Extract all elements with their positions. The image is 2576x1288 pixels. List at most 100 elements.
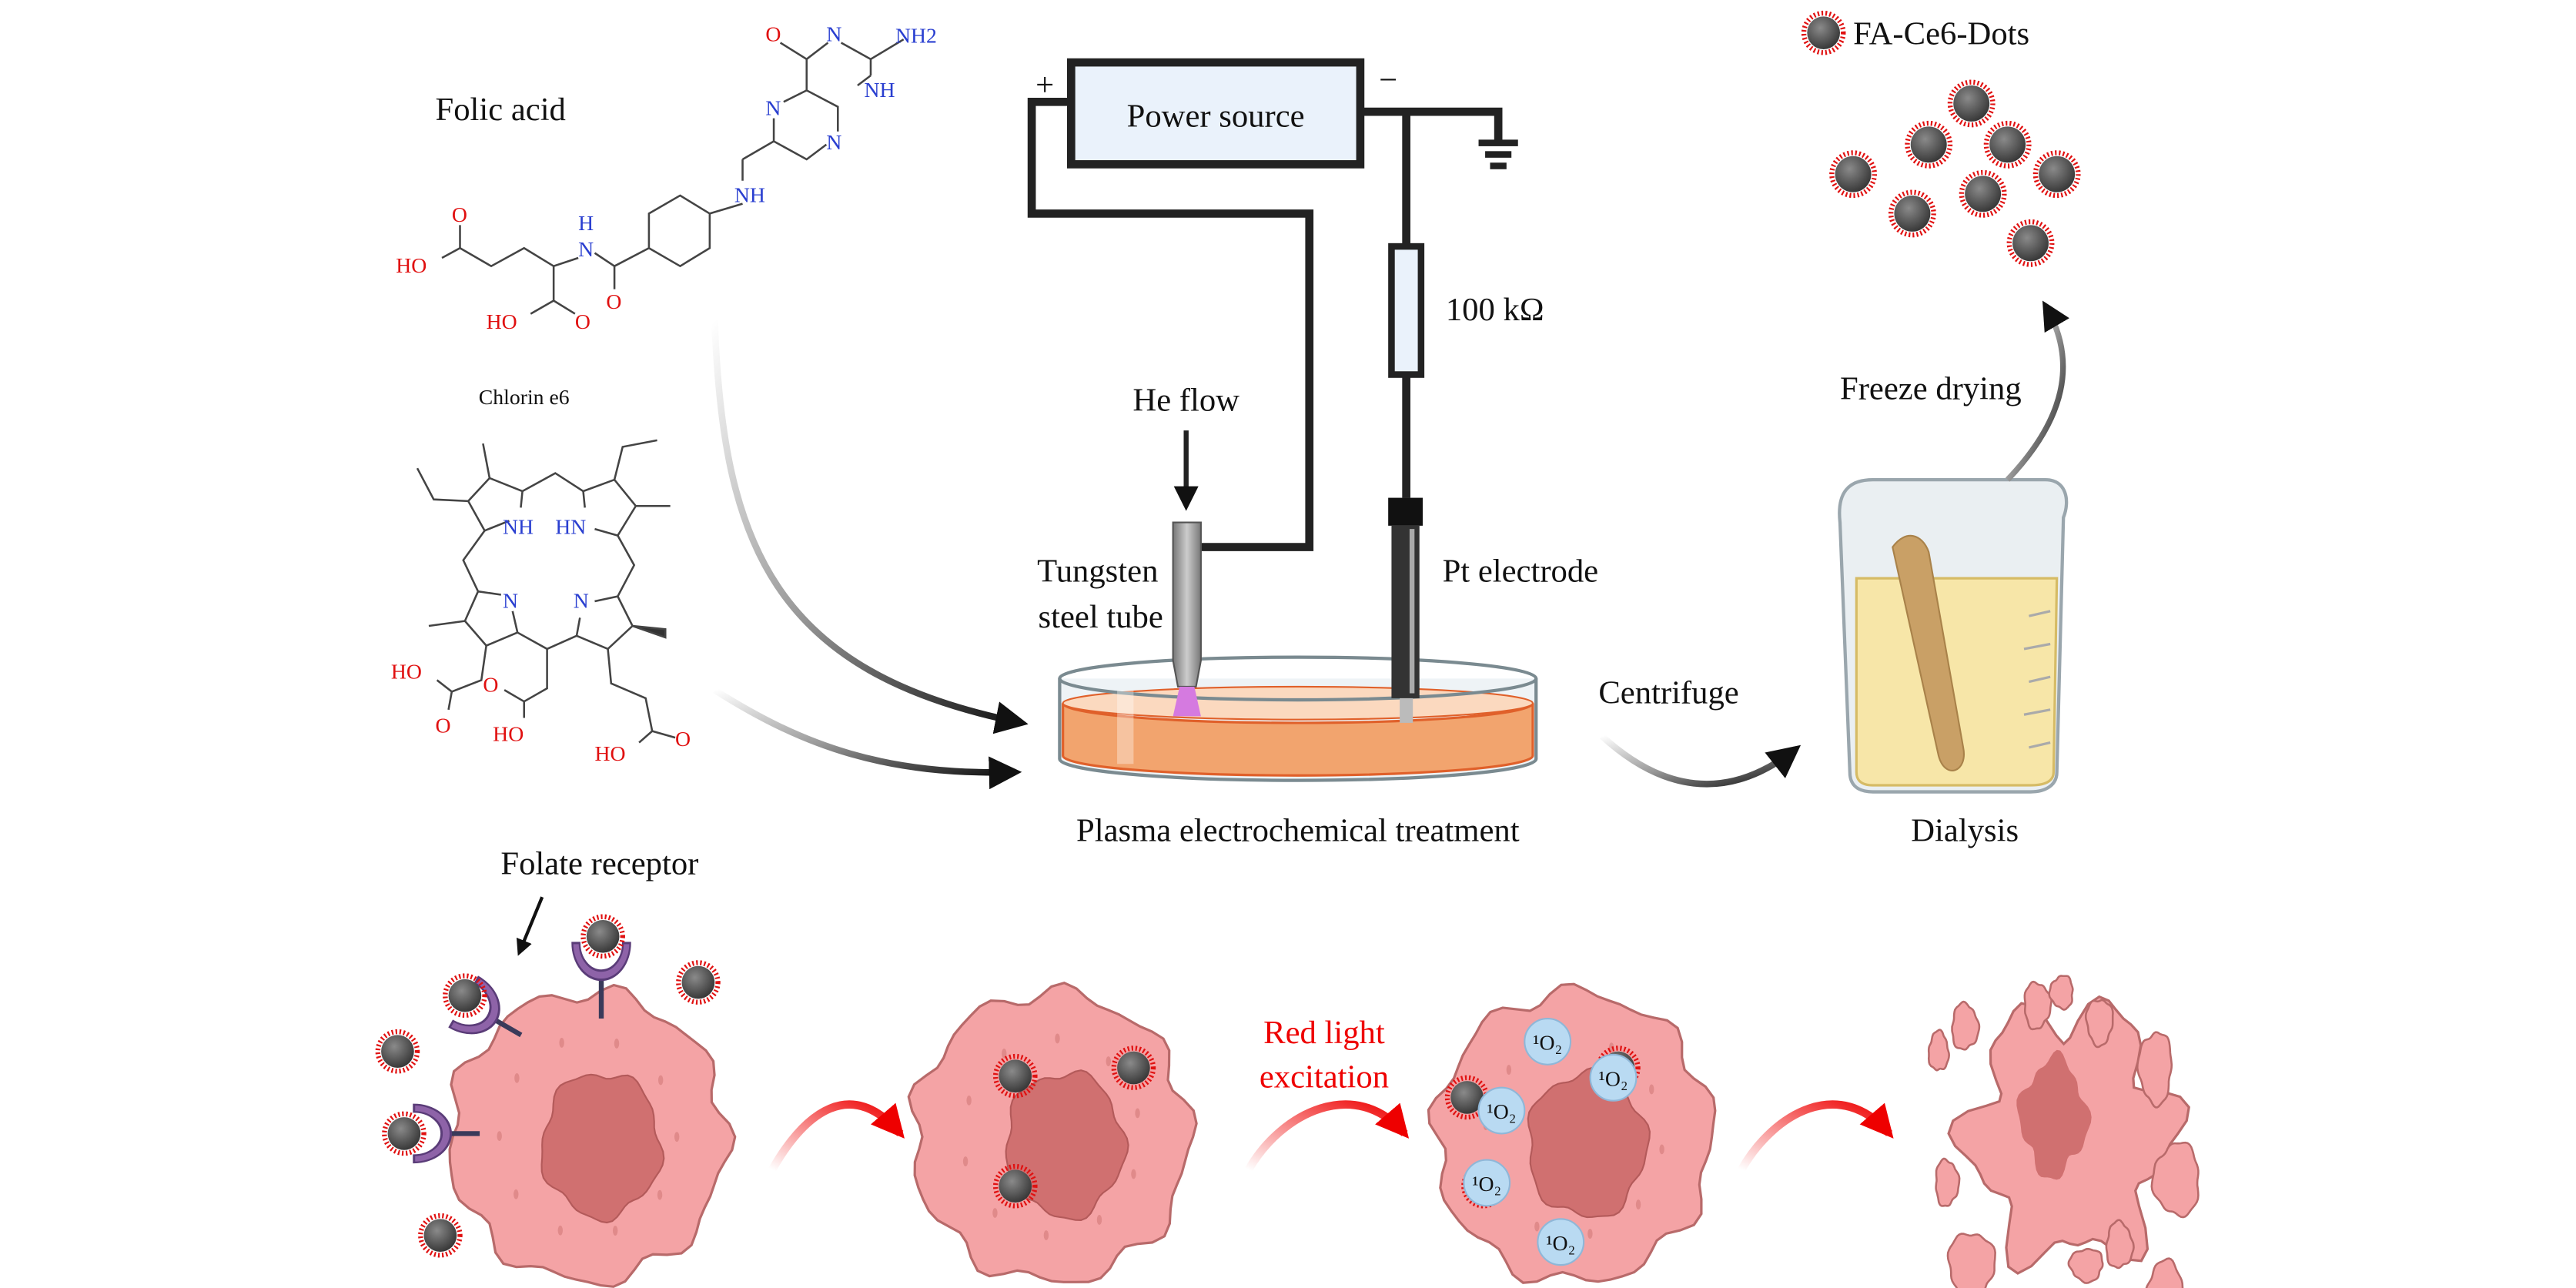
- atom: HO: [396, 254, 427, 278]
- atom: HN: [555, 516, 586, 540]
- treatment-label: Plasma electrochemical treatment: [1076, 813, 1520, 849]
- atom: O: [435, 714, 450, 738]
- chlorin-to-dish-arrow: [712, 687, 1022, 790]
- singlet-oxygen-label: ¹O₂: [1472, 1173, 1501, 1196]
- atom: HO: [493, 722, 524, 746]
- red-progress-arrow: [1738, 1100, 1894, 1173]
- cell-fragment: [2136, 1031, 2173, 1109]
- solution: [1062, 702, 1534, 777]
- chlorin-e6-structure: Chlorin e6 NH HN N N HO O O HO HO: [391, 386, 691, 766]
- chlorin-e6-label: Chlorin e6: [479, 386, 570, 410]
- nucleus: [540, 1073, 665, 1224]
- red-light-label-line1: Red light: [1263, 1015, 1385, 1051]
- atom: N: [826, 22, 841, 46]
- plus-terminal: +: [1035, 67, 1054, 103]
- ground-icon: [1478, 139, 1518, 169]
- freeze-drying-label: Freeze drying: [1840, 371, 2022, 407]
- red-light-label-line2: excitation: [1260, 1059, 1389, 1096]
- centrifuge-label: Centrifuge: [1598, 674, 1738, 711]
- atom: H: [578, 212, 594, 236]
- destroyed-cell-fragments: [1927, 975, 2200, 1288]
- positive-wire: [1027, 97, 1314, 551]
- nanodot-icon: [992, 1163, 1038, 1209]
- nanodot-icon: [418, 1213, 463, 1258]
- folic-acid-to-dish-arrow: [711, 319, 1029, 734]
- petri-dish: [1058, 655, 1538, 782]
- atom: O: [675, 728, 691, 751]
- plasma-jet: [1173, 686, 1201, 717]
- atom: N: [826, 131, 841, 155]
- cell-fragment: [2105, 1219, 2135, 1270]
- atom: NH: [864, 79, 895, 102]
- nanodot-icon: [676, 960, 721, 1005]
- atom: HO: [391, 660, 422, 684]
- cell-fragment: [1951, 1000, 1981, 1051]
- nanodot-icon: [1888, 189, 1936, 238]
- singlet-oxygen-icon: ¹O₂: [1477, 1086, 1526, 1135]
- cell-fragment: [2145, 1257, 2184, 1288]
- atom: NH: [734, 183, 765, 207]
- atom: HO: [487, 310, 517, 334]
- nanodot-icon: [580, 914, 625, 959]
- singlet-oxygen-label: ¹O₂: [1533, 1032, 1562, 1055]
- he-flow-label: He flow: [1132, 382, 1239, 418]
- plasma-circuit: Power source + − 100 kΩ He flow Tungsten…: [1027, 58, 1599, 849]
- singlet-oxygen-icon: ¹O₂: [1524, 1017, 1572, 1066]
- red-progress-arrow: [1245, 1100, 1410, 1173]
- tube-label-line2: steel tube: [1039, 599, 1163, 635]
- cell-fragment: [1935, 1157, 1961, 1207]
- cancer-cell: [907, 982, 1198, 1283]
- atom: N: [765, 96, 781, 120]
- nanodot-icon: [2006, 219, 2055, 267]
- cell-fragment: [2023, 980, 2052, 1031]
- cancer-cell: [1427, 982, 1717, 1284]
- atom: O: [452, 203, 467, 227]
- folate-receptor-icon: [413, 1103, 480, 1164]
- cell-fragment: [1927, 1029, 1950, 1072]
- folate-receptor-icon: [448, 975, 523, 1038]
- nanodot-icon: [1905, 120, 1953, 169]
- folic-acid-structure: Folic acid O N NH2 NH N N NH H N O HO O …: [396, 22, 937, 333]
- atom: NH: [503, 516, 534, 540]
- electrode-label: Pt electrode: [1443, 553, 1599, 589]
- nanodot-icon: [382, 1111, 427, 1156]
- nanodot-icon: [1801, 10, 1846, 55]
- cancer-cell: [448, 983, 737, 1288]
- atom: NH2: [895, 24, 937, 48]
- nanodot-icon: [1959, 169, 2007, 218]
- atom: O: [606, 290, 621, 314]
- singlet-oxygen-icon: ¹O₂: [1589, 1053, 1638, 1102]
- cell-fragment: [2048, 975, 2074, 1011]
- atom: O: [575, 310, 590, 334]
- singlet-oxygen-icon: ¹O₂: [1463, 1159, 1511, 1207]
- resistor-label: 100 kΩ: [1446, 292, 1544, 328]
- cell-fragment: [2150, 1141, 2200, 1219]
- nanodot-icon: [1947, 79, 1996, 128]
- singlet-oxygen-label: ¹O₂: [1487, 1100, 1516, 1124]
- atom: N: [574, 590, 589, 614]
- nanodot-icon: [1983, 120, 2032, 169]
- fa-ce6-dots-cluster: [1801, 10, 2081, 267]
- nanodot-icon: [375, 1029, 420, 1074]
- pt-electrode: [1388, 497, 1423, 723]
- nanodot-icon: [2032, 150, 2081, 199]
- progression-arrows: [768, 1100, 1894, 1173]
- singlet-oxygen-icon: ¹O₂: [1537, 1218, 1585, 1266]
- centrifuge-arrow: [1599, 733, 1802, 788]
- power-source-label: Power source: [1127, 98, 1305, 134]
- beaker-icon: [1838, 477, 2069, 794]
- nanodot-icon: [1829, 150, 1878, 199]
- nanodot-icon: [1111, 1045, 1156, 1090]
- cell-fragment: [2084, 999, 2114, 1049]
- receptor-pointer-arrow: [516, 896, 544, 956]
- atom: N: [578, 238, 594, 262]
- ground-wire: [1360, 107, 1503, 142]
- singlet-oxygen-label: ¹O₂: [1546, 1232, 1575, 1256]
- nanodot-icon: [443, 973, 487, 1018]
- singlet-oxygen-bubbles: ¹O₂ ¹O₂ ¹O₂ ¹O₂ ¹O₂: [1463, 1017, 1638, 1266]
- tube-label-line1: Tungsten: [1037, 553, 1158, 589]
- folic-acid-label: Folic acid: [435, 92, 565, 128]
- minus-terminal: −: [1379, 62, 1397, 98]
- cell-fragment: [2067, 1247, 2104, 1284]
